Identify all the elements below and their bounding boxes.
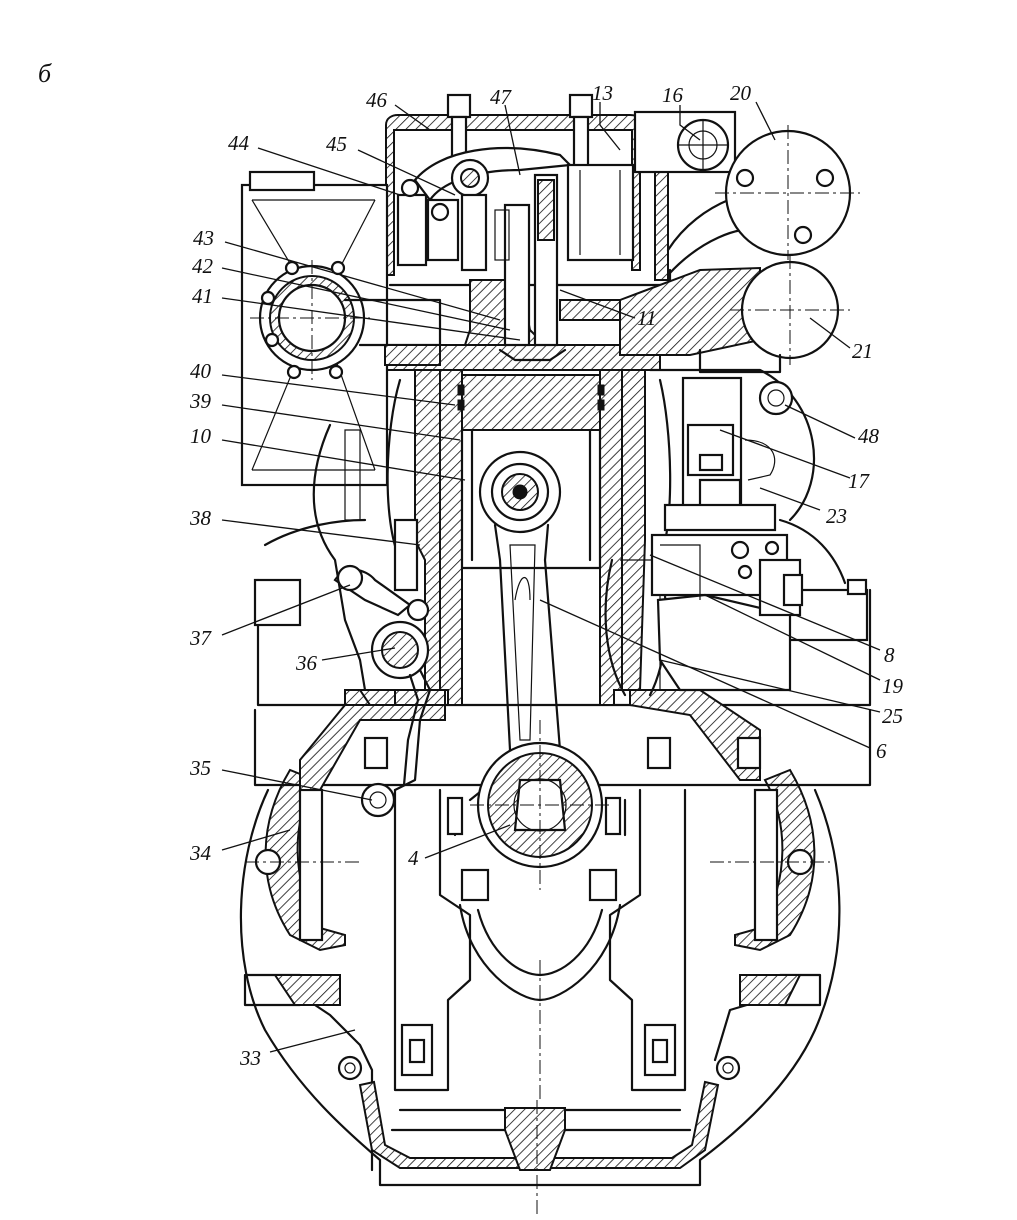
view-label: б [38, 59, 52, 88]
camshaft-left [312, 423, 432, 818]
callout-44: 44 [228, 131, 250, 155]
rocker-cover [385, 93, 641, 276]
callout-35: 35 [189, 756, 211, 780]
callout-21: 21 [852, 339, 873, 363]
crankcase-outline [239, 788, 841, 1215]
callout-45: 45 [326, 132, 347, 156]
callout-13: 13 [592, 81, 613, 105]
callout-41: 41 [192, 284, 213, 308]
callout-40: 40 [190, 359, 212, 383]
callout-10: 10 [190, 424, 212, 448]
fuel-injection-pump [648, 368, 816, 692]
callout-17: 17 [848, 469, 871, 493]
callout-8: 8 [884, 643, 895, 667]
callout-47: 47 [490, 85, 513, 109]
side-walls [245, 768, 830, 1006]
connecting-rod [446, 523, 627, 890]
callout-48: 48 [858, 424, 880, 448]
callout-34: 34 [189, 841, 212, 865]
callout-20: 20 [730, 81, 752, 105]
cylinder-liner [386, 369, 672, 706]
piston [457, 374, 605, 570]
callout-42: 42 [192, 254, 214, 278]
callout-43: 43 [193, 226, 214, 250]
callout-39: 39 [189, 389, 212, 413]
callout-46: 46 [366, 88, 388, 112]
callout-33: 33 [239, 1046, 261, 1070]
turbocharger [715, 125, 860, 260]
exhaust-manifold [619, 255, 850, 374]
leader-lines [221, 101, 881, 1053]
callout-38: 38 [189, 506, 212, 530]
callout-16: 16 [662, 83, 684, 107]
callout-23: 23 [826, 504, 847, 528]
callout-11: 11 [637, 306, 656, 330]
callout-19: 19 [882, 674, 904, 698]
callout-25: 25 [882, 704, 903, 728]
callout-6: 6 [876, 739, 887, 763]
callout-37: 37 [189, 626, 213, 650]
callout-36: 36 [295, 651, 318, 675]
callout-4: 4 [408, 846, 419, 870]
callout-labels: 46 47 13 16 20 44 45 43 42 41 11 21 40 3… [189, 81, 904, 1070]
